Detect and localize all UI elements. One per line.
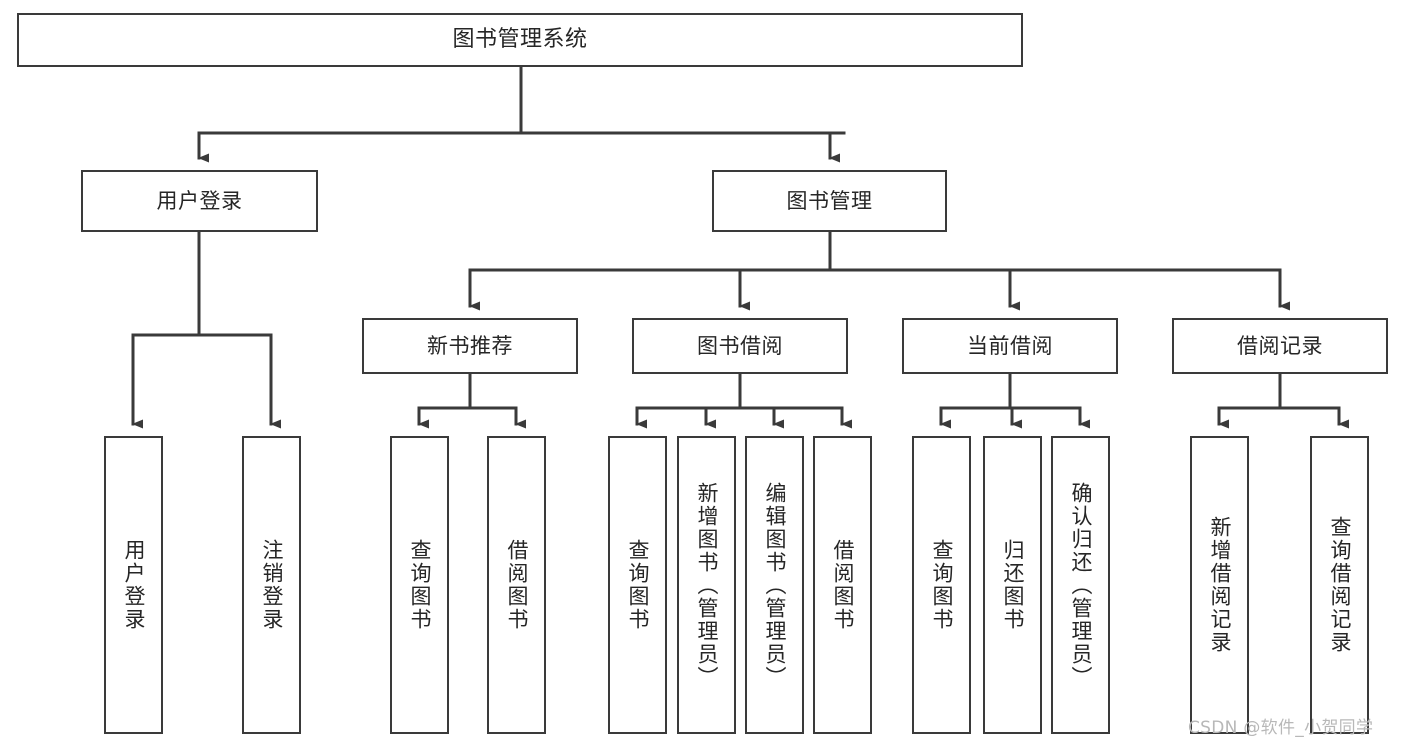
node-label: 查询借阅记录 xyxy=(1328,516,1352,654)
node-borrow-record[interactable]: 借阅记录 xyxy=(1172,318,1388,374)
node-current-borrow[interactable]: 当前借阅 xyxy=(902,318,1118,374)
node-new-book-recommend[interactable]: 新书推荐 xyxy=(362,318,578,374)
node-leaf-edit-book[interactable]: 编辑图书（管理员） xyxy=(745,436,804,734)
node-leaf-borrow-book-1[interactable]: 借阅图书 xyxy=(487,436,546,734)
node-leaf-query-record[interactable]: 查询借阅记录 xyxy=(1310,436,1369,734)
node-label: 用户登录 xyxy=(122,539,146,631)
node-label: 当前借阅 xyxy=(967,333,1053,358)
node-label: 借阅图书 xyxy=(505,539,529,631)
node-label: 借阅图书 xyxy=(831,539,855,631)
node-leaf-user-login[interactable]: 用户登录 xyxy=(104,436,163,734)
node-user-login[interactable]: 用户登录 xyxy=(81,170,318,232)
node-label: 编辑图书（管理员） xyxy=(763,481,787,689)
node-label: 查询图书 xyxy=(408,539,432,631)
node-label: 查询图书 xyxy=(626,539,650,631)
node-label: 注销登录 xyxy=(260,539,284,631)
node-label: 新书推荐 xyxy=(427,333,513,358)
node-label: 新增借阅记录 xyxy=(1208,516,1232,654)
node-book-management-system[interactable]: 图书管理系统 xyxy=(17,13,1023,67)
node-leaf-add-record[interactable]: 新增借阅记录 xyxy=(1190,436,1249,734)
node-label: 图书借阅 xyxy=(697,333,783,358)
node-label: 图书管理 xyxy=(786,188,873,213)
node-leaf-query-book-3[interactable]: 查询图书 xyxy=(912,436,971,734)
node-label: 归还图书 xyxy=(1001,539,1025,631)
node-label: 确认归还（管理员） xyxy=(1069,481,1093,689)
node-book-manage[interactable]: 图书管理 xyxy=(712,170,947,232)
node-leaf-query-book-1[interactable]: 查询图书 xyxy=(390,436,449,734)
node-label: 图书管理系统 xyxy=(452,27,588,53)
node-leaf-borrow-book-2[interactable]: 借阅图书 xyxy=(813,436,872,734)
node-leaf-user-logout[interactable]: 注销登录 xyxy=(242,436,301,734)
node-leaf-confirm-return[interactable]: 确认归还（管理员） xyxy=(1051,436,1110,734)
node-label: 新增图书（管理员） xyxy=(695,481,719,689)
node-label: 借阅记录 xyxy=(1237,333,1323,358)
node-leaf-add-book[interactable]: 新增图书（管理员） xyxy=(677,436,736,734)
node-leaf-return-book[interactable]: 归还图书 xyxy=(983,436,1042,734)
node-label: 用户登录 xyxy=(156,188,243,213)
node-leaf-query-book-2[interactable]: 查询图书 xyxy=(608,436,667,734)
node-book-borrow[interactable]: 图书借阅 xyxy=(632,318,848,374)
watermark-text: CSDN @软件_小贺同学 xyxy=(1188,718,1374,738)
node-label: 查询图书 xyxy=(930,539,954,631)
